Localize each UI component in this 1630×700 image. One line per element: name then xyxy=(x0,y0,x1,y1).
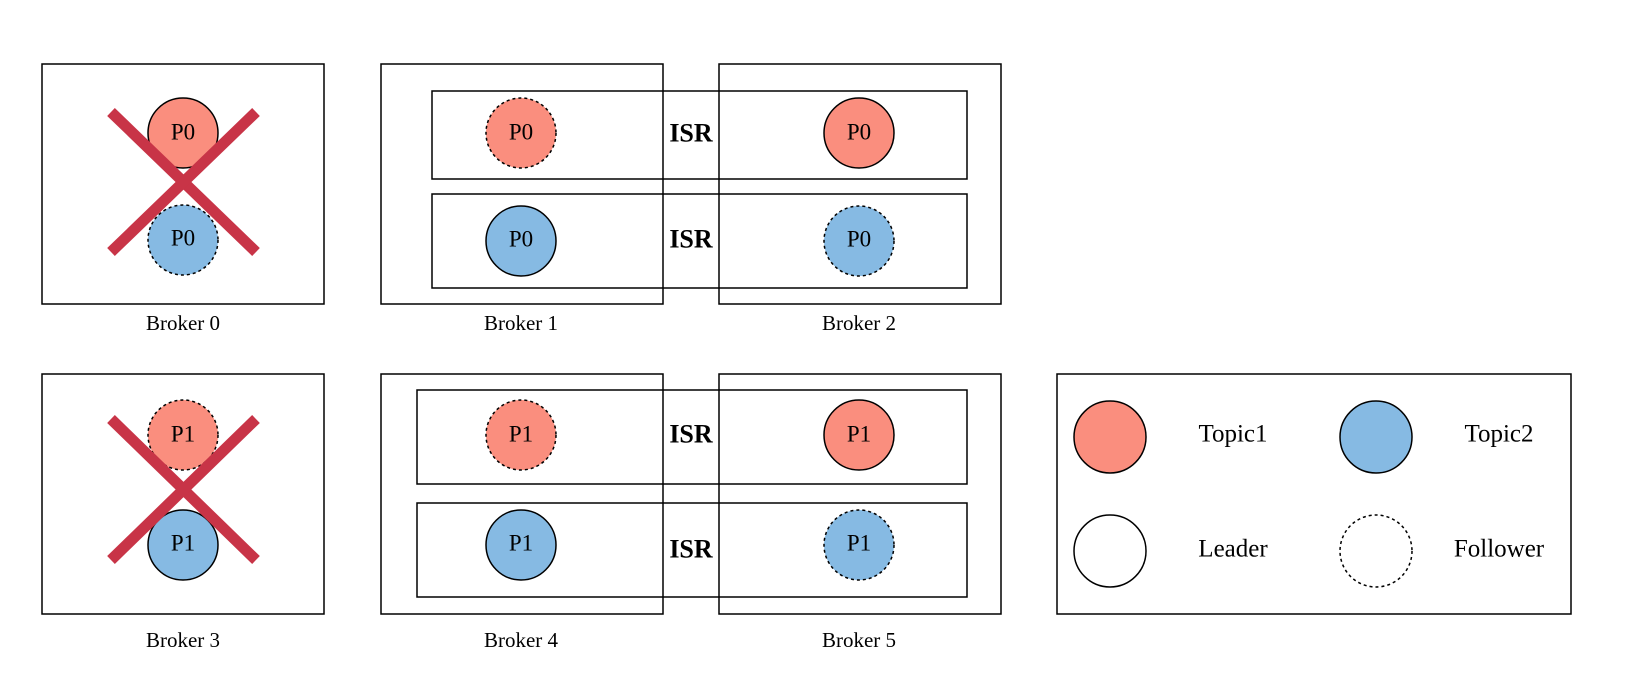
partition-label: P1 xyxy=(847,531,871,556)
legend-follower-label: Follower xyxy=(1454,536,1545,563)
partition-label: P1 xyxy=(171,422,195,447)
partition-circle-topic1-leader xyxy=(823,97,895,169)
isr-label: ISR xyxy=(669,420,713,449)
partition-circle-topic1-follower xyxy=(485,97,557,169)
partition-label: P1 xyxy=(847,422,871,447)
broker-label: Broker 5 xyxy=(822,628,896,652)
broker-label: Broker 4 xyxy=(484,628,559,652)
partition-circle-topic2-leader xyxy=(485,205,557,277)
legend-follower-swatch xyxy=(1339,514,1413,588)
broker-3-failed-cross-icon xyxy=(107,415,260,564)
isr-label: ISR xyxy=(669,535,713,564)
broker-label: Broker 2 xyxy=(822,311,896,335)
broker-0-failed-cross-icon xyxy=(107,108,260,256)
partition-label: P0 xyxy=(171,226,195,251)
partition-circle-topic2-leader xyxy=(147,509,219,581)
partition-label: P1 xyxy=(509,422,533,447)
partition-circle-topic1-follower xyxy=(485,399,557,471)
partition-circle-topic1-follower xyxy=(147,399,219,471)
partition-circle-topic2-leader xyxy=(485,509,557,581)
legend-box xyxy=(1056,373,1572,615)
legend-topic2-label: Topic2 xyxy=(1464,421,1533,448)
legend-leader-label: Leader xyxy=(1198,536,1268,563)
partition-label: P1 xyxy=(171,531,195,556)
isr-group-box-topic1-b1-b2 xyxy=(431,90,968,180)
isr-group-box-topic1-b4-b5 xyxy=(416,389,968,485)
legend-leader-swatch xyxy=(1073,514,1147,588)
partition-label: P1 xyxy=(509,531,533,556)
broker-1-box xyxy=(380,63,664,305)
isr-group-box-topic2-b1-b2 xyxy=(431,193,968,289)
partition-label: P0 xyxy=(847,227,871,252)
partition-circle-topic2-follower xyxy=(823,509,895,581)
partition-circle-topic1-leader xyxy=(147,97,219,169)
isr-label: ISR xyxy=(669,225,713,254)
broker-3-box xyxy=(41,373,325,615)
legend-topic2-swatch xyxy=(1339,400,1413,474)
broker-0-box xyxy=(41,63,325,305)
isr-label: ISR xyxy=(669,119,713,148)
partition-circle-topic2-follower xyxy=(147,204,219,276)
broker-label: Broker 1 xyxy=(484,311,558,335)
legend-topic1-label: Topic1 xyxy=(1198,421,1267,448)
partition-circle-topic2-follower xyxy=(823,205,895,277)
broker-2-box xyxy=(718,63,1002,305)
legend-topic1-swatch xyxy=(1073,400,1147,474)
broker-4-box xyxy=(380,373,664,615)
broker-label: Broker 0 xyxy=(146,311,220,335)
partition-label: P0 xyxy=(847,120,871,145)
partition-label: P0 xyxy=(509,227,533,252)
partition-label: P0 xyxy=(509,120,533,145)
partition-label: P0 xyxy=(171,120,195,145)
broker-label: Broker 3 xyxy=(146,628,220,652)
partition-circle-topic1-leader xyxy=(823,399,895,471)
isr-group-box-topic2-b4-b5 xyxy=(416,502,968,598)
broker-5-box xyxy=(718,373,1002,615)
legend: Topic1 Topic2 Leader Follower xyxy=(1056,373,1572,615)
